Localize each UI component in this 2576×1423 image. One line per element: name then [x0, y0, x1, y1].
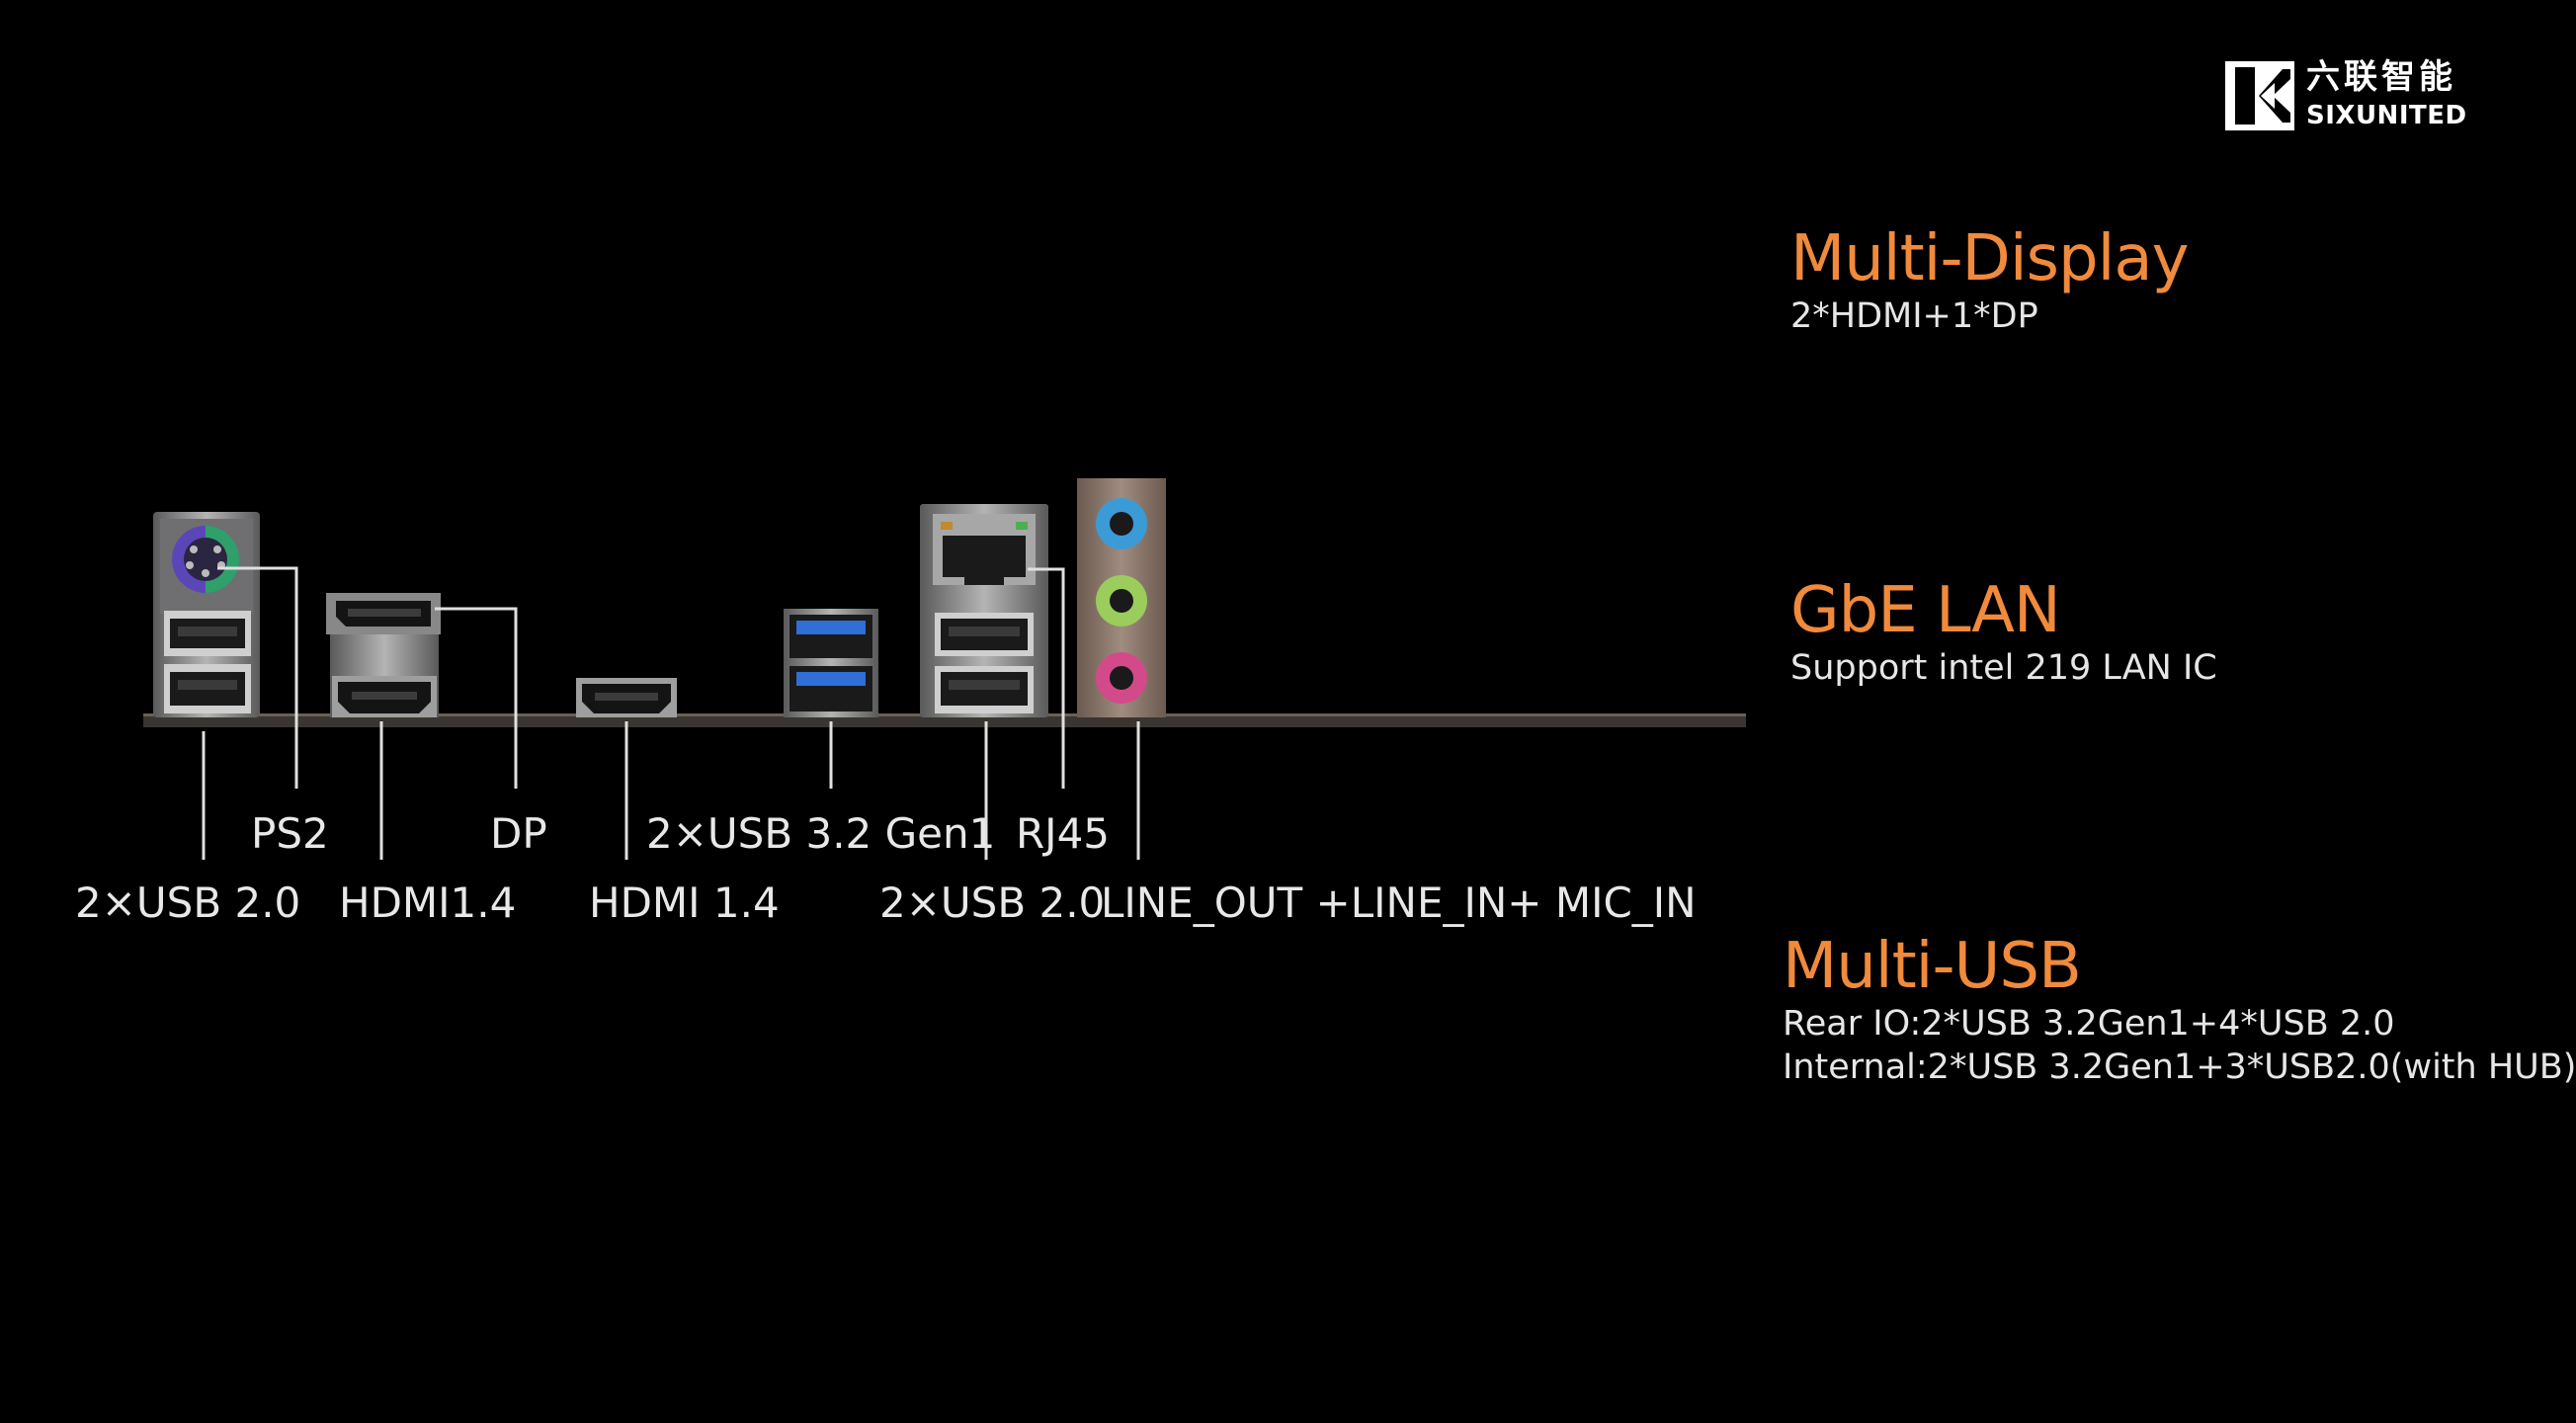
- feature-title: GbE LAN: [1790, 574, 2061, 647]
- ps2-usb-stack: [153, 512, 260, 717]
- usb3-port-icon: [789, 666, 873, 712]
- feature-title: Multi-USB: [1783, 930, 2082, 1003]
- rear-io-panel: [143, 478, 1746, 860]
- port-label-hdmi14-left: HDMI1.4: [339, 879, 517, 927]
- feature-description: Internal:2*USB 3.2Gen1+3*USB2.0(with HUB…: [1783, 1047, 2576, 1087]
- displayport-icon: [326, 593, 441, 634]
- logo-english-name: SIXUNITED: [2306, 101, 2467, 130]
- hdmi-port-icon: [576, 678, 677, 717]
- feature-description: Support intel 219 LAN IC: [1790, 648, 2217, 688]
- port-label-usb32: 2×USB 3.2 Gen1: [646, 809, 996, 858]
- rj45-port-icon: [933, 514, 1036, 585]
- dp-hdmi-stack: [326, 593, 441, 717]
- rj45-usb-stack: [920, 504, 1048, 717]
- logo-chinese-name: 六联智能: [2306, 57, 2456, 97]
- port-label-usb20-left: 2×USB 2.0: [75, 879, 301, 927]
- feature-description: Rear IO:2*USB 3.2Gen1+4*USB 2.0: [1783, 1004, 2395, 1044]
- usb2-port-icon: [935, 613, 1034, 656]
- port-label-hdmi14-mid: HDMI 1.4: [589, 879, 780, 927]
- pcb-board-edge: [143, 713, 1746, 727]
- mic-in-jack-icon: [1096, 652, 1147, 704]
- usb2-port-icon: [164, 664, 251, 713]
- leader-line: [217, 566, 298, 789]
- feature-title: Multi-Display: [1790, 222, 2189, 295]
- audio-jack-stack: [1077, 478, 1166, 717]
- ps2-port-icon: [172, 526, 239, 593]
- sixunited-logo-icon: [2225, 61, 2294, 130]
- line-out-jack-icon: [1096, 498, 1147, 549]
- leader-lines: [202, 566, 1140, 860]
- line-in-jack-icon: [1096, 575, 1147, 627]
- hdmi-port-icon: [332, 676, 437, 717]
- usb2-port-icon: [164, 611, 251, 656]
- port-label-dp: DP: [490, 809, 547, 858]
- sixunited-logo: 六联智能 SIXUNITED: [2225, 57, 2482, 134]
- port-label-ps2: PS2: [251, 809, 329, 858]
- leader-line: [1028, 567, 1065, 789]
- usb2-port-icon: [935, 666, 1034, 713]
- feature-multi-usb: Multi-USB Rear IO:2*USB 3.2Gen1+4*USB 2.…: [1783, 931, 2576, 1089]
- feature-multi-display: Multi-Display 2*HDMI+1*DP: [1790, 222, 2189, 338]
- leader-line: [435, 607, 518, 789]
- port-label-rj45: RJ45: [1016, 809, 1111, 858]
- port-label-audio: LINE_OUT +LINE_IN+ MIC_IN: [1101, 879, 1697, 927]
- usb32-stack: [784, 609, 878, 717]
- usb3-port-icon: [789, 615, 873, 658]
- feature-description: 2*HDMI+1*DP: [1790, 296, 2038, 336]
- port-label-usb20-right: 2×USB 2.0: [879, 879, 1106, 927]
- feature-gbe-lan: GbE LAN Support intel 219 LAN IC: [1790, 575, 2217, 690]
